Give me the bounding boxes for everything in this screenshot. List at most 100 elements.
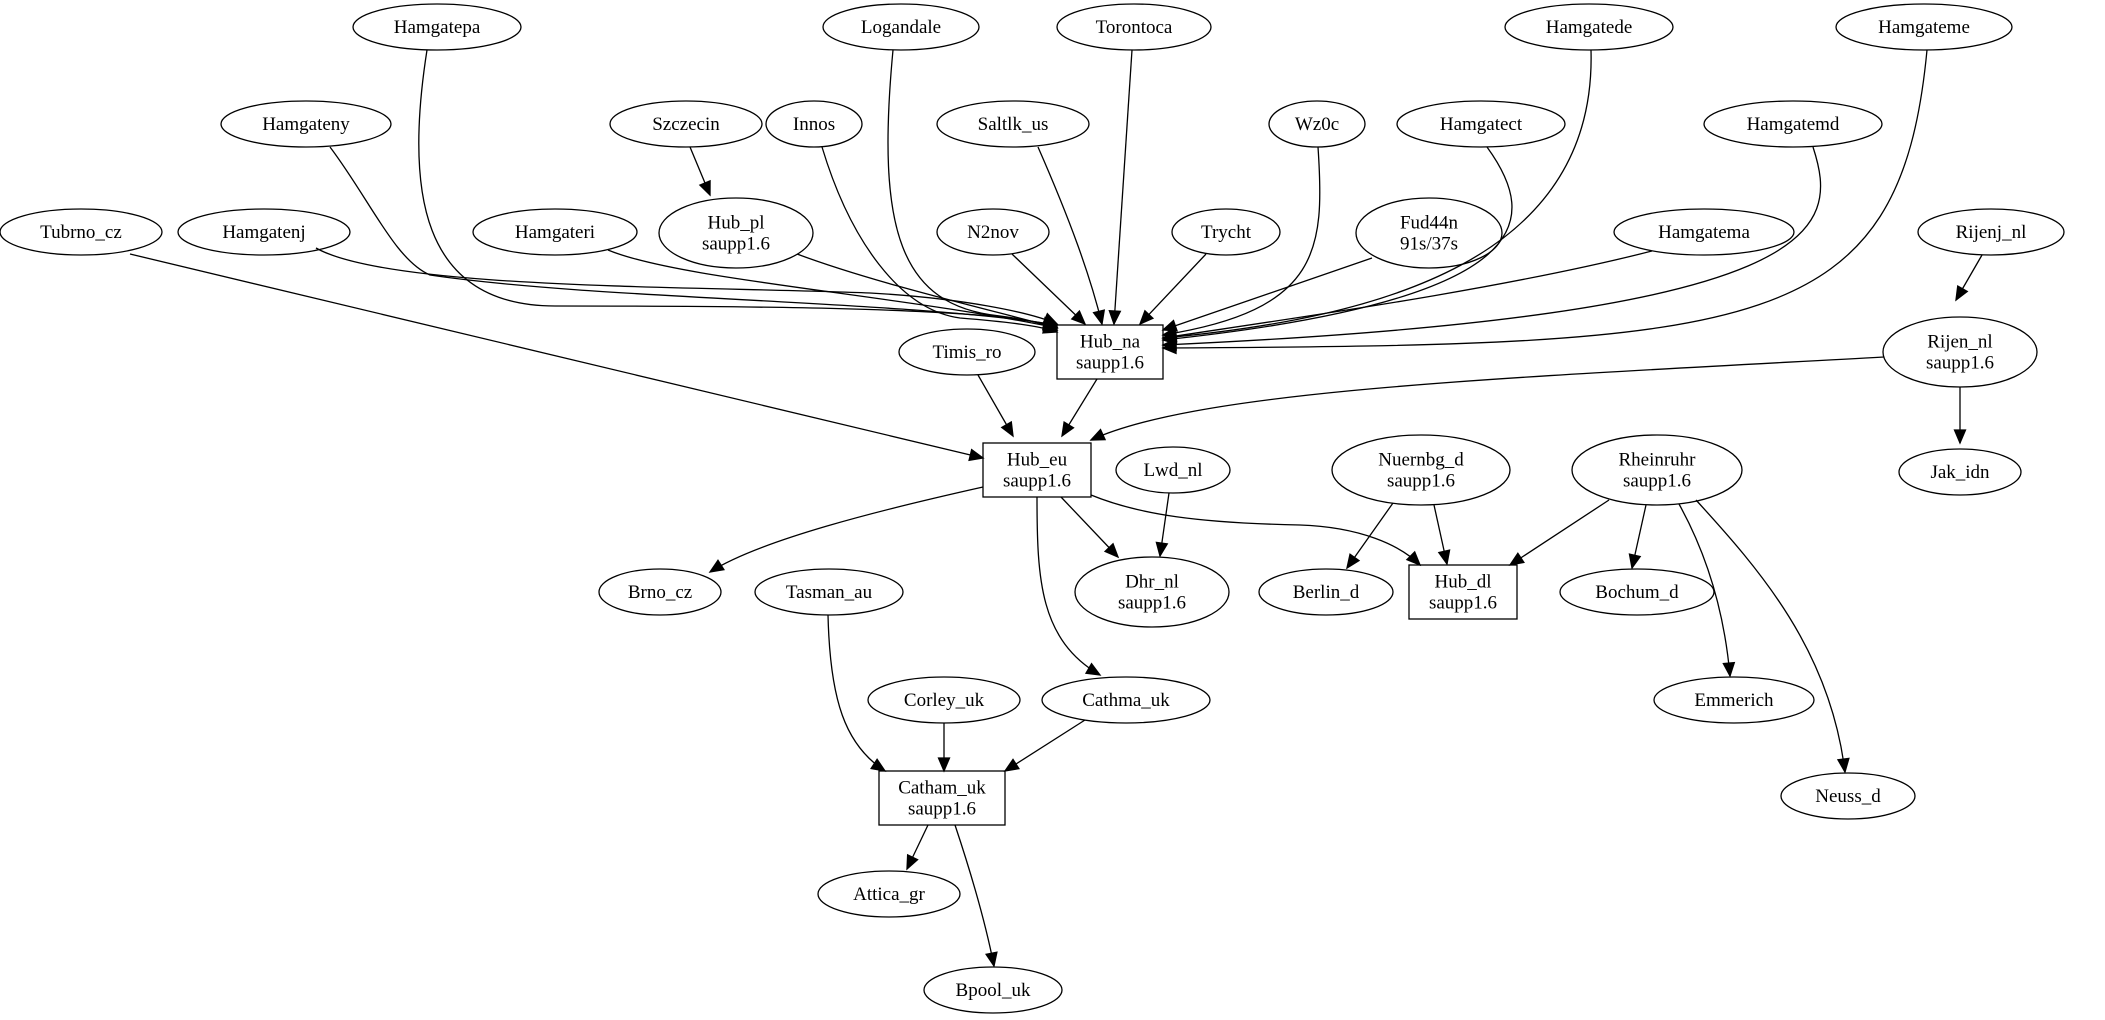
edge-tasman_au-to-catham_uk	[827, 614, 887, 772]
arrowhead	[1508, 552, 1525, 566]
node-ellipse	[1056, 3, 1212, 51]
edge-line	[954, 824, 995, 967]
node-label: Szczecin	[652, 114, 720, 135]
edge-cathma_uk-to-catham_uk	[1003, 719, 1086, 772]
arrowhead	[1836, 757, 1850, 774]
node-ellipse	[765, 100, 863, 148]
node-ellipse	[598, 568, 722, 616]
node-bpool_uk: Bpool_uk	[923, 966, 1063, 1014]
node-saltlk_us: Saltlk_us	[936, 100, 1090, 148]
node-box	[982, 442, 1092, 498]
edge-hub_pl-to-hub_na	[796, 253, 1059, 331]
node-lwd_nl: Lwd_nl	[1115, 446, 1231, 494]
edge-nuernbg_d-to-hub_dl	[1433, 504, 1451, 566]
edge-hamgateme-to-hub_na	[1161, 49, 1928, 355]
node-hamgatenj: Hamgatenj	[177, 208, 351, 256]
arrowhead	[1070, 309, 1087, 326]
node-label: Bochum_d	[1595, 582, 1679, 603]
edge-line	[709, 486, 984, 573]
node-ellipse	[1613, 208, 1795, 256]
node-label: Lwd_nl	[1143, 460, 1202, 481]
edge-torontoca-to-hub_na	[1108, 49, 1133, 326]
arrowhead	[1953, 429, 1967, 445]
arrowhead	[1722, 661, 1736, 678]
node-label: Innos	[793, 114, 835, 135]
node-label: Torontoca	[1096, 17, 1173, 38]
edge-line	[1011, 253, 1086, 325]
node-label: Bpool_uk	[956, 980, 1031, 1001]
edge-rheinruhr-to-neuss_d	[1695, 499, 1850, 774]
edge-hamgateri-to-hub_na	[607, 249, 1059, 332]
edge-line	[1036, 496, 1101, 676]
node-logandale: Logandale	[822, 3, 980, 51]
arrowhead	[1161, 319, 1179, 332]
node-ellipse	[352, 3, 522, 51]
node-sublabel: saupp1.6	[702, 234, 770, 255]
arrowhead	[968, 448, 985, 462]
node-label: Trycht	[1201, 222, 1252, 243]
node-ellipse	[1653, 676, 1815, 724]
edge-tubrno_cz-to-hub_eu	[129, 253, 985, 462]
node-ellipse	[936, 100, 1090, 148]
edge-szczecin-to-hub_pl	[689, 146, 711, 197]
node-label: Hamgatepa	[394, 17, 481, 38]
edge-line	[1090, 356, 1885, 441]
arrowhead	[1000, 420, 1014, 438]
node-ellipse	[609, 100, 763, 148]
node-label: Attica_gr	[853, 884, 925, 905]
node-ellipse	[472, 208, 638, 256]
node-emmerich: Emmerich	[1653, 676, 1815, 724]
edge-line	[1037, 146, 1103, 325]
node-label: Emmerich	[1694, 690, 1774, 711]
edge-hamgatemd-to-hub_na	[1161, 146, 1822, 351]
node-label: Dhr_nl	[1125, 572, 1179, 593]
node-label: Hamgatenj	[222, 222, 305, 243]
edge-rijenj_nl-to-rijen_nl	[1955, 254, 1983, 302]
node-hamgateme: Hamgateme	[1835, 3, 2013, 51]
node-ellipse	[1258, 568, 1394, 616]
node-label: Hamgatema	[1658, 222, 1750, 243]
edge-hamgatede-to-hub_na	[1161, 49, 1592, 344]
edge-line	[129, 253, 984, 459]
node-ellipse	[1703, 100, 1883, 148]
node-ellipse	[1882, 316, 2038, 388]
edge-logandale-to-hub_na	[887, 49, 1059, 331]
node-sublabel: saupp1.6	[1623, 471, 1691, 492]
node-label: Hamgateny	[262, 114, 350, 135]
node-label: Wz0c	[1295, 114, 1339, 135]
node-ellipse	[936, 208, 1050, 256]
node-sublabel: saupp1.6	[1003, 471, 1071, 492]
arrowhead	[937, 757, 951, 773]
node-box	[878, 770, 1006, 826]
edge-rheinruhr-to-bochum_d	[1628, 504, 1647, 570]
node-ellipse	[1571, 434, 1743, 506]
node-szczecin: Szczecin	[609, 100, 763, 148]
node-label: Hub_pl	[708, 213, 765, 234]
edge-line	[1162, 146, 1321, 336]
node-ellipse	[1835, 3, 2013, 51]
node-label: Rijen_nl	[1927, 332, 1992, 353]
node-label: Hub_dl	[1435, 572, 1492, 593]
edge-line	[1004, 719, 1086, 772]
edge-line	[1113, 49, 1133, 325]
arrowhead	[698, 179, 711, 197]
node-sublabel: 91s/37s	[1400, 234, 1458, 255]
node-sublabel: saupp1.6	[908, 799, 976, 820]
edge-timis_ro-to-hub_eu	[977, 374, 1014, 438]
node-sublabel: saupp1.6	[1387, 471, 1455, 492]
node-label: Hamgateme	[1878, 17, 1970, 38]
edge-corley_uk-to-catham_uk	[937, 723, 951, 773]
edge-hamgatect-to-hub_na	[1161, 146, 1513, 346]
node-label: Corley_uk	[904, 690, 985, 711]
node-ellipse	[1074, 556, 1230, 628]
arrowhead	[1437, 549, 1451, 566]
node-neuss_d: Neuss_d	[1780, 772, 1916, 820]
edge-line	[1162, 49, 1592, 339]
arrowhead	[1155, 541, 1169, 558]
arrowhead	[1138, 309, 1155, 326]
